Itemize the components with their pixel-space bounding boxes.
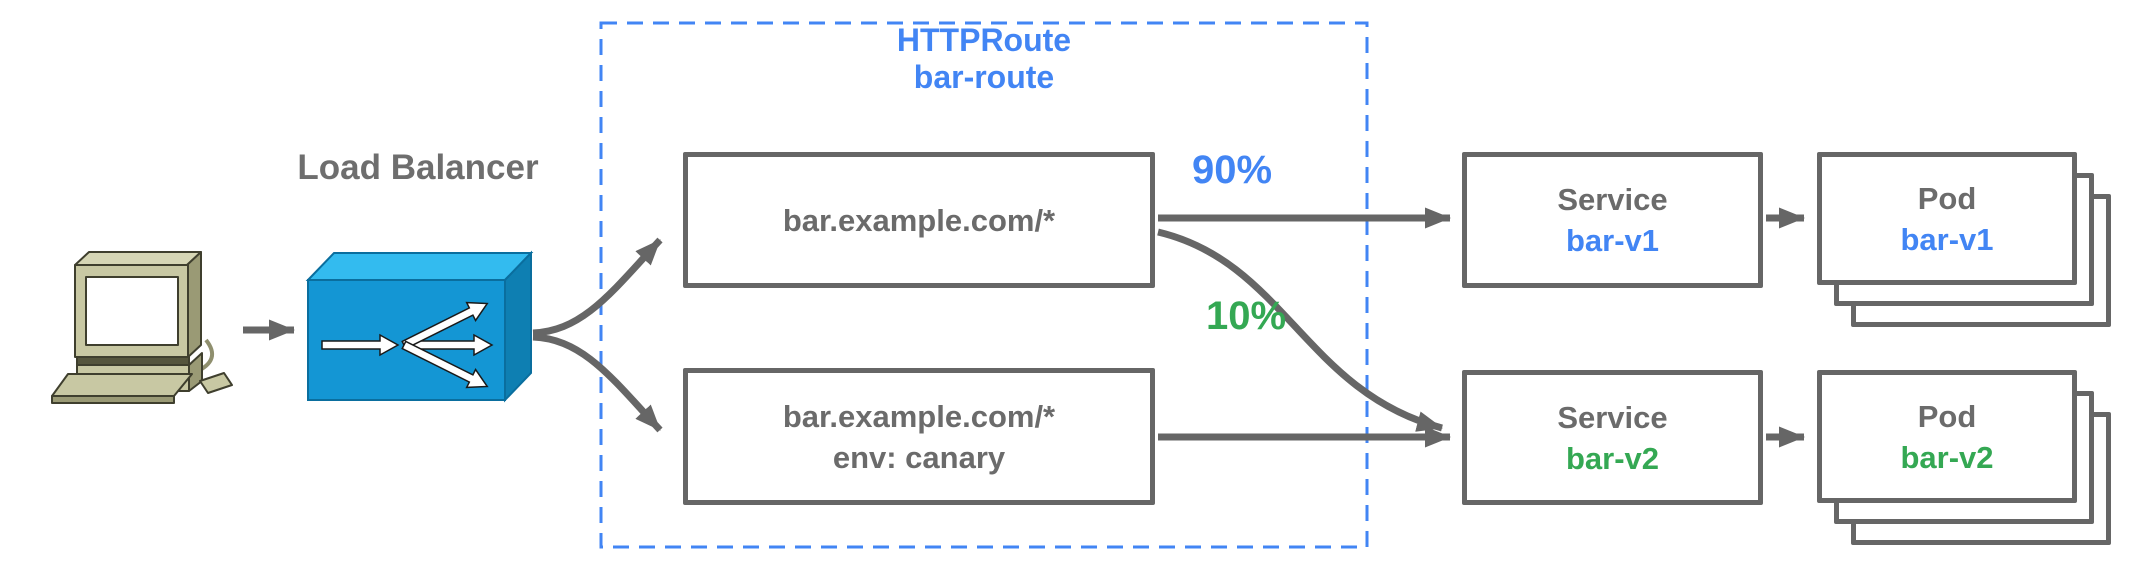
service1-name-label: bar-v1	[1565, 223, 1660, 258]
rule2-header-label: env: canary	[832, 439, 1006, 475]
desktop-computer-icon	[51, 251, 233, 404]
httproute-kind-label: HTTPRoute	[896, 22, 1072, 58]
rule-box-bar-example-canary: bar.example.com/* env: canary	[683, 368, 1155, 505]
rule-box-bar-example: bar.example.com/*	[683, 152, 1155, 288]
weight-90-label: 90%	[1192, 148, 1273, 192]
pod-bar-v2-box: Pod bar-v2	[1817, 370, 2077, 503]
pod1-kind-label: Pod	[1917, 180, 1977, 216]
service-bar-v2-box: Service bar-v2	[1462, 370, 1763, 505]
arrow-lb-to-rule2	[532, 333, 663, 433]
arrow-lb-to-rule1	[532, 237, 663, 337]
httproute-title: HTTPRoute bar-route	[734, 22, 1234, 96]
arrow-rule1-to-service2-10pct	[1157, 228, 1443, 432]
httproute-boundary-box	[599, 21, 1369, 549]
monitor-screen	[85, 276, 179, 346]
keyboard	[51, 373, 193, 397]
service1-kind-label: Service	[1557, 182, 1668, 217]
service-bar-v1-box: Service bar-v1	[1462, 152, 1763, 288]
pod-bar-v2-stack: Pod bar-v2	[1817, 370, 2117, 550]
service2-kind-label: Service	[1557, 399, 1668, 435]
pod-bar-v1-stack: Pod bar-v1	[1817, 152, 2117, 332]
fanout-arrows	[321, 301, 494, 389]
load-balancer-label: Load Balancer	[297, 148, 539, 187]
rule2-match-label: bar.example.com/*	[782, 398, 1056, 434]
service2-name-label: bar-v2	[1565, 440, 1660, 476]
pod-bar-v1-box: Pod bar-v1	[1817, 152, 2077, 285]
mouse	[199, 372, 233, 394]
httproute-name-label: bar-route	[913, 59, 1055, 95]
pod2-kind-label: Pod	[1917, 398, 1977, 434]
weight-10-label: 10%	[1206, 294, 1287, 338]
load-balancer-icon	[305, 250, 534, 403]
rule1-match-label: bar.example.com/*	[782, 202, 1056, 238]
pod1-name-label: bar-v1	[1900, 221, 1994, 257]
pod2-name-label: bar-v2	[1900, 439, 1994, 475]
